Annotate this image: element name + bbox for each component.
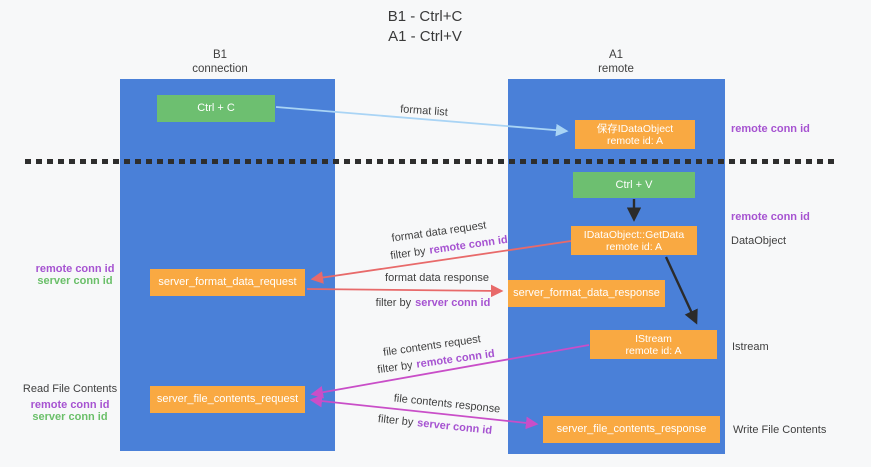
node-server-format-data-response: server_format_data_response	[508, 280, 665, 307]
node-ctrl-v: Ctrl + V	[573, 172, 695, 198]
flow-label-format-list: format list	[399, 103, 449, 119]
left-server-conn-id-bottom: server conn id	[32, 411, 108, 423]
node-idataobject-getdata: IDataObject::GetData remote id: A	[571, 226, 697, 255]
lane-header-a1: A1 remote	[516, 48, 716, 76]
title-line-2: A1 - Ctrl+V	[388, 28, 462, 45]
node-istream: IStream remote id: A	[590, 330, 717, 359]
node-server-file-contents-response: server_file_contents_response	[543, 416, 720, 443]
server-format-data-request-label: server_format_data_request	[158, 276, 297, 288]
right-label-istream: Istream	[732, 341, 769, 353]
filter-prefix: filter by	[376, 359, 414, 377]
right-label-write-file-contents: Write File Contents	[733, 424, 827, 436]
istream-line2: remote id: A	[625, 344, 682, 357]
getdata-line2: remote id: A	[605, 240, 663, 253]
filter-key-server-conn-id: server conn id	[416, 417, 493, 437]
diagram-title: B1 - Ctrl+C A1 - Ctrl+V	[388, 7, 463, 47]
flow-label-format-data-response: format data response	[385, 272, 489, 284]
right-label-remote-conn-id-top: remote conn id	[731, 123, 810, 135]
ctrl-v-label: Ctrl + V	[615, 178, 653, 191]
right-label-dataobject: DataObject	[731, 235, 787, 247]
filter-key-server-conn-id: server conn id	[415, 297, 491, 309]
node-server-format-data-request: server_format_data_request	[150, 269, 305, 296]
node-save-idataobject: 保存IDataObject remote id: A	[575, 120, 695, 149]
server-file-contents-response-label: server_file_contents_response	[556, 423, 707, 435]
lane-a1-name: A1	[608, 49, 624, 61]
save-idataobject-line2: remote id: A	[606, 134, 664, 147]
left-label-conn-ids-top: remote conn id server conn id	[20, 263, 130, 287]
filter-prefix: filter by	[389, 245, 427, 263]
left-remote-conn-id-top: remote conn id	[35, 263, 115, 275]
ctrl-c-label: Ctrl + C	[197, 102, 235, 114]
left-remote-conn-id-bottom: remote conn id	[30, 399, 110, 411]
read-file-contents-label: Read File Contents	[22, 383, 118, 395]
istream-line1: IStream	[635, 332, 672, 345]
title-line-1: B1 - Ctrl+C	[387, 8, 463, 25]
arrow-format-data-response	[306, 284, 504, 298]
filter-prefix: filter by	[375, 297, 412, 309]
node-server-file-contents-request: server_file_contents_request	[150, 386, 305, 413]
left-label-read-file-contents-group: Read File Contents remote conn id server…	[15, 383, 125, 423]
lane-b1-subtitle: connection	[192, 63, 248, 75]
getdata-line1: IDataObject::GetData	[583, 228, 685, 241]
lane-b1-name: B1	[212, 49, 228, 61]
node-ctrl-c: Ctrl + C	[157, 95, 275, 122]
left-server-conn-id-top: server conn id	[37, 275, 113, 287]
server-format-data-response-label: server_format_data_response	[513, 287, 660, 299]
flow-label-file-contents-response: file contents response	[393, 392, 501, 416]
right-label-remote-conn-id-mid: remote conn id	[731, 211, 810, 223]
lane-header-b1: B1 connection	[120, 48, 320, 76]
server-file-contents-request-label: server_file_contents_request	[156, 393, 299, 405]
filter-prefix: filter by	[377, 413, 414, 429]
lane-a1-subtitle: remote	[598, 63, 634, 75]
save-idataobject-line1: 保存IDataObject	[596, 122, 674, 135]
phase-separator-dashed-line	[25, 159, 837, 164]
